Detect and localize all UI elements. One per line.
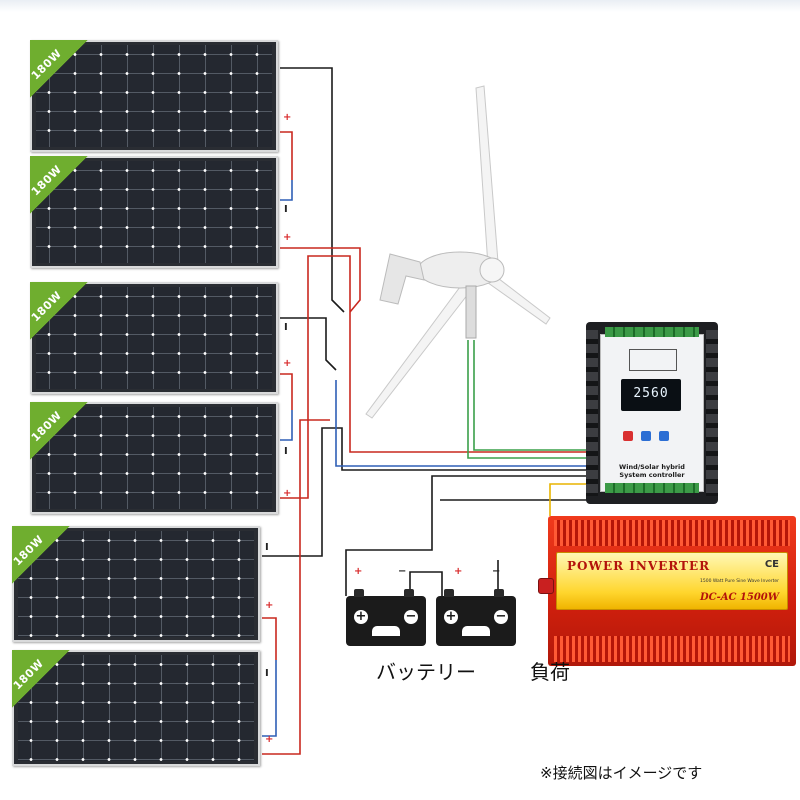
top-band — [0, 0, 800, 12]
plus-mark: + — [454, 566, 463, 577]
watt-tag: 180W — [30, 40, 88, 98]
controller-heatsink — [586, 330, 598, 496]
charge-indicator — [623, 431, 633, 441]
watt-tag: 180W — [12, 526, 70, 584]
battery-handle — [372, 626, 400, 636]
plus-mark: + — [283, 488, 292, 499]
inverter-subtitle: 1500 Watt Pure Sine Wave Inverter — [700, 579, 779, 584]
turbine-tail — [379, 253, 425, 305]
inverter-label: POWER INVERTER CE 1500 Watt Pure Sine Wa… — [556, 552, 788, 610]
plus-mark: + — [354, 566, 363, 577]
battery-post — [444, 589, 454, 597]
inverter-title: POWER INVERTER — [567, 559, 711, 573]
controller-label-line2: System controller — [619, 471, 685, 479]
plus-mark: + — [265, 734, 274, 745]
battery-1: + − — [346, 589, 426, 646]
hybrid-controller: 2560 Wind/Solar hybrid System controller — [586, 322, 718, 504]
minus-mark: − — [492, 566, 501, 577]
inverter-terminal — [538, 578, 554, 594]
solar-panel-2: 180W — [30, 156, 278, 268]
controller-label: Wind/Solar hybrid System controller — [607, 463, 697, 479]
minus-mark: I — [284, 446, 288, 457]
minus-icon: − — [494, 609, 508, 624]
battery-2: + − — [436, 589, 516, 646]
minus-icon: − — [404, 609, 418, 624]
power-inverter: POWER INVERTER CE 1500 Watt Pure Sine Wa… — [538, 516, 796, 666]
battery-post — [494, 589, 504, 597]
plus-mark: + — [283, 358, 292, 369]
inverter-fins — [554, 520, 790, 546]
minus-mark: I — [265, 668, 269, 679]
minus-mark: − — [398, 566, 407, 577]
controller-label-line1: Wind/Solar hybrid — [619, 463, 685, 471]
turbine-pole — [465, 285, 477, 339]
plus-mark: + — [283, 232, 292, 243]
controller-face: 2560 Wind/Solar hybrid System controller — [600, 327, 704, 493]
battery-post — [354, 589, 364, 597]
solar-panel-6: 180W — [12, 650, 260, 766]
menu-button[interactable] — [641, 431, 651, 441]
solar-panel-3: 180W — [30, 282, 278, 394]
image-note: ※接続図はイメージです — [540, 764, 703, 782]
minus-mark: I — [265, 542, 269, 553]
minus-mark: I — [284, 322, 288, 333]
turbine-hub — [479, 257, 505, 283]
watt-tag: 180W — [12, 650, 70, 708]
watt-tag: 180W — [30, 402, 88, 460]
plus-mark: + — [283, 112, 292, 123]
turbine-blades — [365, 85, 551, 419]
controller-terminals-top — [605, 327, 699, 337]
wind-solar-icon — [629, 349, 677, 371]
plus-icon: + — [354, 609, 368, 624]
ce-mark: CE — [764, 559, 779, 570]
battery-label: バッテリー — [376, 660, 476, 684]
plus-mark: + — [265, 600, 274, 611]
inverter-fins — [554, 636, 790, 662]
inverter-model: DC-AC 1500W — [699, 592, 779, 603]
battery-handle — [462, 626, 490, 636]
watt-tag: 180W — [30, 156, 88, 214]
controller-display: 2560 — [621, 379, 681, 411]
battery-post — [404, 589, 414, 597]
solar-panel-4: 180W — [30, 402, 278, 514]
watt-tag: 180W — [30, 282, 88, 340]
solar-panel-5: 180W — [12, 526, 260, 642]
solar-panel-1: 180W — [30, 40, 278, 152]
load-label: 負荷 — [530, 660, 570, 684]
controller-heatsink — [706, 330, 718, 496]
controller-terminals-bottom — [605, 483, 699, 493]
minus-mark: I — [284, 204, 288, 215]
plus-icon: + — [444, 609, 458, 624]
set-button[interactable] — [659, 431, 669, 441]
